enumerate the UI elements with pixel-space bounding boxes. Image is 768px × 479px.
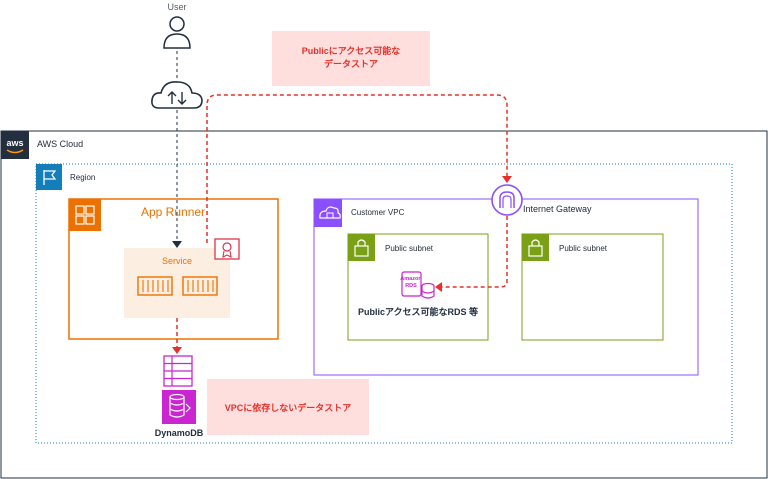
arrowhead [172, 347, 182, 354]
container-icon [182, 276, 218, 296]
aws-logo-text: aws [6, 138, 23, 148]
arrowhead [172, 241, 182, 248]
rds-icon [401, 271, 435, 299]
public-route-connector [206, 94, 508, 243]
app-runner-label: App Runner [141, 205, 205, 219]
callout-public-line2: データストア [324, 58, 378, 69]
arrowhead [435, 282, 442, 292]
region-label: Region [70, 173, 95, 182]
rds-icon-line1: Amazon [400, 276, 422, 282]
user-label: User [167, 2, 186, 12]
vpc-cloud-icon [314, 199, 342, 227]
callout-vpc-independent [207, 379, 369, 435]
service-label: Service [162, 256, 192, 266]
dynamodb-label: DynamoDB [155, 428, 204, 438]
dynamodb-table-icon [163, 355, 193, 387]
rds-icon-line2: RDS [405, 283, 417, 289]
container-icon [137, 276, 173, 296]
dynamodb-icon [162, 390, 196, 424]
region-group [35, 163, 733, 444]
internet-gateway-icon [491, 184, 523, 216]
callout-public-line1: Publicにアクセス可能な [302, 45, 401, 56]
certificate-icon [214, 238, 240, 260]
app-runner-icon [69, 199, 101, 231]
internet-gateway-label: Internet Gateway [523, 204, 592, 214]
arrowhead [502, 176, 512, 183]
user-icon [163, 16, 191, 49]
app-runner-group [68, 198, 279, 340]
customer-vpc-label: Customer VPC [351, 208, 405, 217]
callout-public-datastore [272, 31, 430, 86]
internet-cloud-icon [151, 81, 203, 109]
customer-vpc-group [313, 198, 699, 376]
public-subnet-1-label: Public subnet [385, 244, 434, 253]
public-subnet-2 [521, 233, 664, 341]
gateway-to-rds-connector [439, 216, 508, 288]
aws-logo-icon [1, 131, 29, 159]
lock-icon [522, 234, 549, 261]
service-box [124, 248, 230, 318]
aws-cloud-group [0, 130, 768, 479]
callout-vpc-independent-text: VPCに依存しないデータストア [225, 402, 352, 413]
aws-cloud-label: AWS Cloud [37, 139, 83, 149]
region-flag-icon [36, 164, 62, 190]
lock-icon [348, 234, 375, 261]
rds-caption: Publicアクセス可能なRDS 等 [358, 306, 478, 317]
public-subnet-2-label: Public subnet [559, 244, 608, 253]
